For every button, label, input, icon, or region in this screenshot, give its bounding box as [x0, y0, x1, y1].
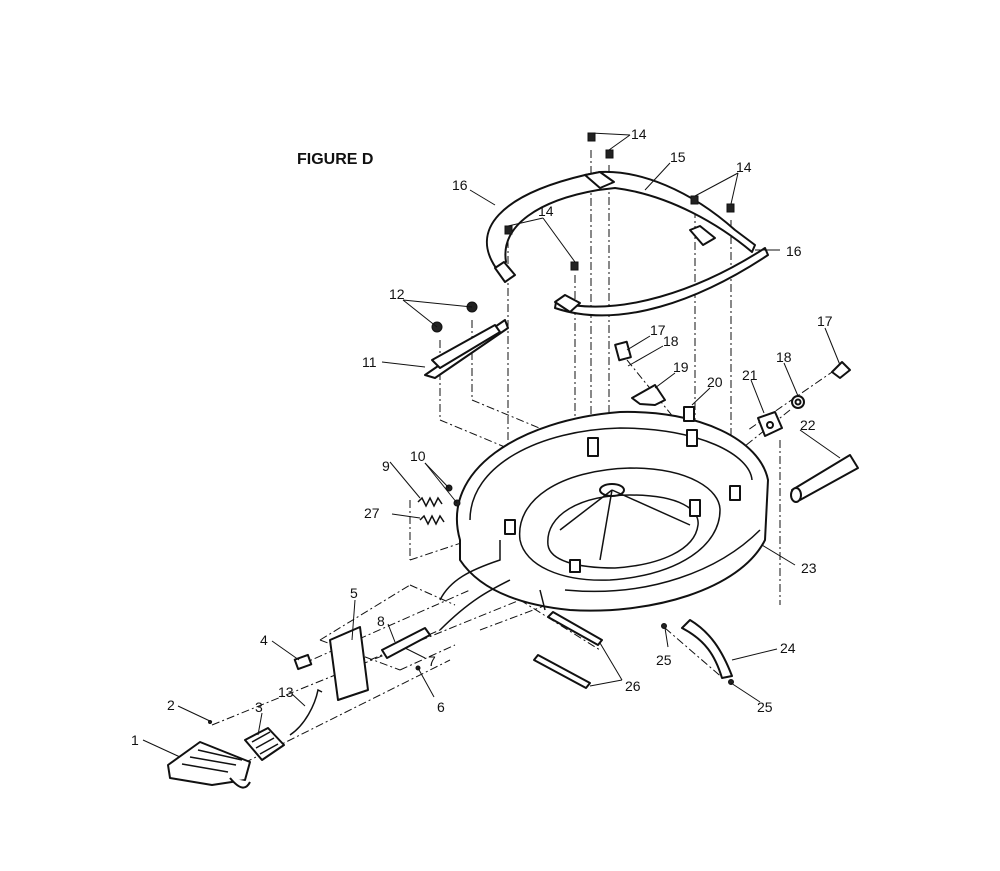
callout-18-left: 18 — [663, 333, 679, 349]
arc-rod — [681, 619, 733, 679]
callout-5: 5 — [350, 585, 358, 601]
pins-26 — [533, 611, 603, 689]
callout-16-left: 16 — [452, 177, 468, 193]
callout-14-top: 14 — [631, 126, 647, 142]
handle-1 — [167, 741, 251, 789]
figure-title: FIGURE D — [297, 151, 373, 168]
callout-18-right: 18 — [776, 349, 792, 365]
callout-15: 15 — [670, 149, 686, 165]
callout-13: 13 — [278, 684, 294, 700]
knob-3 — [244, 727, 285, 761]
callout-24: 24 — [780, 640, 796, 656]
callout-7: 7 — [428, 653, 436, 669]
callout-25-lower: 25 — [757, 699, 773, 715]
callout-17-right: 17 — [817, 313, 833, 329]
callout-14-left: 14 — [538, 203, 554, 219]
callout-21: 21 — [742, 367, 758, 383]
side-plate — [424, 301, 509, 379]
callout-23: 23 — [801, 560, 817, 576]
pin-4 — [293, 653, 313, 671]
callout-25-upper: 25 — [656, 652, 672, 668]
callout-11: 11 — [362, 354, 377, 370]
callout-22: 22 — [800, 417, 816, 433]
callout-26: 26 — [625, 678, 641, 694]
shaft-assembly-parts — [614, 340, 859, 503]
callout-9: 9 — [382, 458, 390, 474]
upper-guard-ring — [485, 170, 769, 317]
leader-lines — [142, 132, 841, 758]
callout-20: 20 — [707, 374, 723, 390]
lower-guard-housing — [455, 410, 769, 612]
callout-4: 4 — [260, 632, 268, 648]
callout-2: 2 — [167, 697, 175, 713]
callout-12: 12 — [389, 286, 405, 302]
callout-labels: 1 2 3 4 5 6 7 8 9 10 11 12 13 14 14 14 1… — [131, 126, 833, 748]
callout-1: 1 — [131, 732, 139, 748]
screw-25-upper — [661, 623, 667, 629]
callout-10: 10 — [410, 448, 426, 464]
callout-17-left: 17 — [650, 322, 666, 338]
callout-8: 8 — [377, 613, 385, 629]
callout-27: 27 — [364, 505, 380, 521]
callout-6: 6 — [437, 699, 445, 715]
callout-3: 3 — [255, 699, 263, 715]
callout-16-right: 16 — [786, 243, 802, 259]
wire-spring — [289, 688, 323, 736]
callout-14-right: 14 — [736, 159, 752, 175]
bracket-assembly — [329, 540, 511, 701]
callout-19: 19 — [673, 359, 689, 375]
springs — [417, 484, 461, 526]
